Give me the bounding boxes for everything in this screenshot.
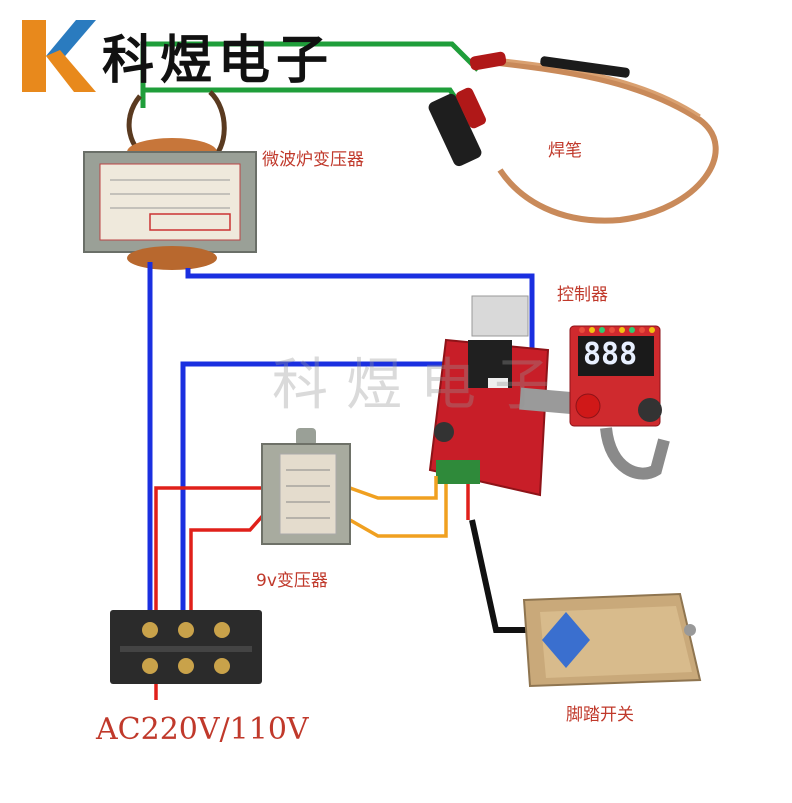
watermark: 科煜电子 <box>272 353 568 418</box>
brand-name: 科煜电子 <box>102 30 335 91</box>
brand-logo-icon <box>22 20 96 92</box>
red-wires <box>154 484 470 700</box>
weld-pen-icon <box>428 51 719 224</box>
orange-wires <box>349 476 448 538</box>
blue-wires <box>147 262 535 625</box>
microwave-transformer-icon <box>83 90 257 270</box>
label-power-input: AC220V/110V <box>96 712 309 747</box>
label-controller: 控制器 <box>557 285 608 305</box>
transformer-9v-icon <box>261 428 351 545</box>
controller-board-icon <box>428 295 577 497</box>
label-weld-pen: 焊笔 <box>548 141 582 161</box>
label-9v-transformer: 9v变压器 <box>256 571 328 591</box>
label-foot-switch: 脚踏开关 <box>566 705 634 725</box>
foot-switch-icon <box>522 592 702 688</box>
terminal-block-icon <box>110 610 262 684</box>
label-microwave-transformer: 微波炉变压器 <box>262 150 364 170</box>
display-board-icon <box>569 325 670 480</box>
display-digits: 888 <box>583 339 637 371</box>
black-wire <box>469 519 528 633</box>
